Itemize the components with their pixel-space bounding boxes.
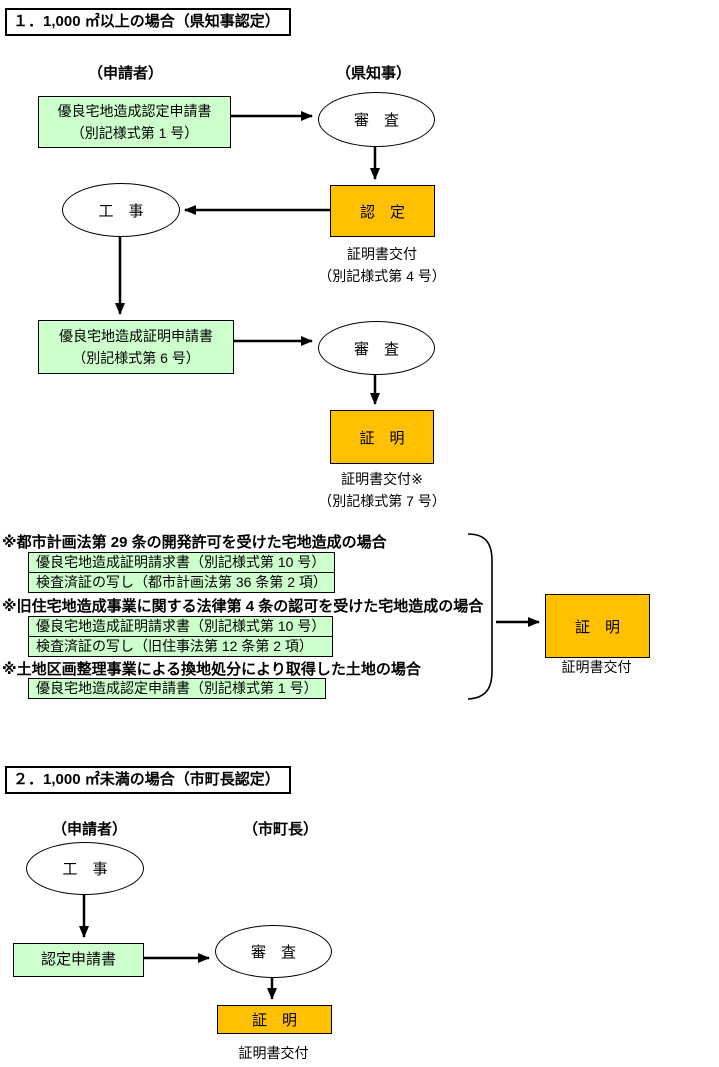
note-doc-row: 検査済証の写し（都市計画法第 36 条第 2 項） [29, 572, 334, 592]
certify1-caption: 証明書交付※ （別記様式第 7 号） [318, 468, 446, 512]
approval-caption-line2: （別記様式第 4 号） [318, 268, 446, 284]
decision-certify-notes: 証 明 [545, 594, 650, 658]
note-doc-row: 優良宅地造成認定申請書（別記様式第 1 号） [36, 680, 318, 696]
process-review-3: 審 査 [215, 925, 332, 978]
certify1-caption-line1: 証明書交付※ [341, 471, 423, 487]
doc-nintei-shinseisho: 優良宅地造成認定申請書 （別記様式第 1 号） [38, 96, 231, 148]
decision-approval: 認 定 [330, 185, 435, 237]
certify2-caption: 証明書交付 [238, 1045, 309, 1061]
right-brace [467, 533, 493, 700]
doc-title: 優良宅地造成証明申請書 [59, 328, 213, 344]
section2-applicant-label: （申請者） [52, 821, 128, 838]
note-case1-heading: ※都市計画法第 29 条の開発許可を受けた宅地造成の場合 [2, 534, 387, 551]
certify-notes-caption: 証明書交付 [561, 659, 632, 675]
doc-nintei-shinseisho-2: 認定申請書 [13, 943, 144, 977]
section1-applicant-label: （申請者） [88, 65, 164, 82]
process-review-2: 審 査 [318, 321, 435, 375]
doc-form-number: （別記様式第 1 号） [70, 125, 199, 141]
note-case3-documents: 優良宅地造成認定申請書（別記様式第 1 号） [28, 678, 326, 699]
note-doc-row: 検査済証の写し（旧住事法第 12 条第 2 項） [29, 636, 333, 656]
note-case3-heading: ※土地区画整理事業による換地処分により取得した土地の場合 [2, 661, 421, 678]
decision-certify-1: 証 明 [330, 410, 434, 464]
doc-form-number: （別記様式第 6 号） [72, 350, 200, 366]
process-construction-2: 工 事 [26, 842, 144, 895]
certify1-caption-line2: （別記様式第 7 号） [318, 493, 446, 509]
process-review-1: 審 査 [318, 92, 435, 147]
note-case1-documents: 優良宅地造成証明請求書（別記様式第 10 号） 検査済証の写し（都市計画法第 3… [28, 552, 335, 593]
doc-shomei-shinseisho: 優良宅地造成証明申請書 （別記様式第 6 号） [38, 320, 234, 374]
note-doc-row: 優良宅地造成証明請求書（別記様式第 10 号） [36, 554, 326, 570]
note-doc-row: 優良宅地造成証明請求書（別記様式第 10 号） [36, 618, 326, 634]
note-case2-heading: ※旧住宅地造成事業に関する法律第 4 条の認可を受けた宅地造成の場合 [2, 598, 484, 615]
approval-caption: 証明書交付 （別記様式第 4 号） [318, 243, 446, 287]
section2-mayor-label: （市町長） [243, 821, 319, 838]
note-case2-documents: 優良宅地造成証明請求書（別記様式第 10 号） 検査済証の写し（旧住事法第 12… [28, 616, 334, 657]
doc-title: 優良宅地造成認定申請書 [57, 103, 212, 119]
section1-governor-label: （県知事） [336, 65, 412, 82]
decision-certify-2: 証 明 [217, 1005, 332, 1034]
approval-caption-line1: 証明書交付 [347, 246, 417, 262]
section2-title: ２．1,000 ㎡未満の場合（市町長認定） [5, 766, 291, 794]
section1-title: １．1,000 ㎡以上の場合（県知事認定） [5, 8, 291, 36]
process-construction-1: 工 事 [62, 183, 180, 237]
